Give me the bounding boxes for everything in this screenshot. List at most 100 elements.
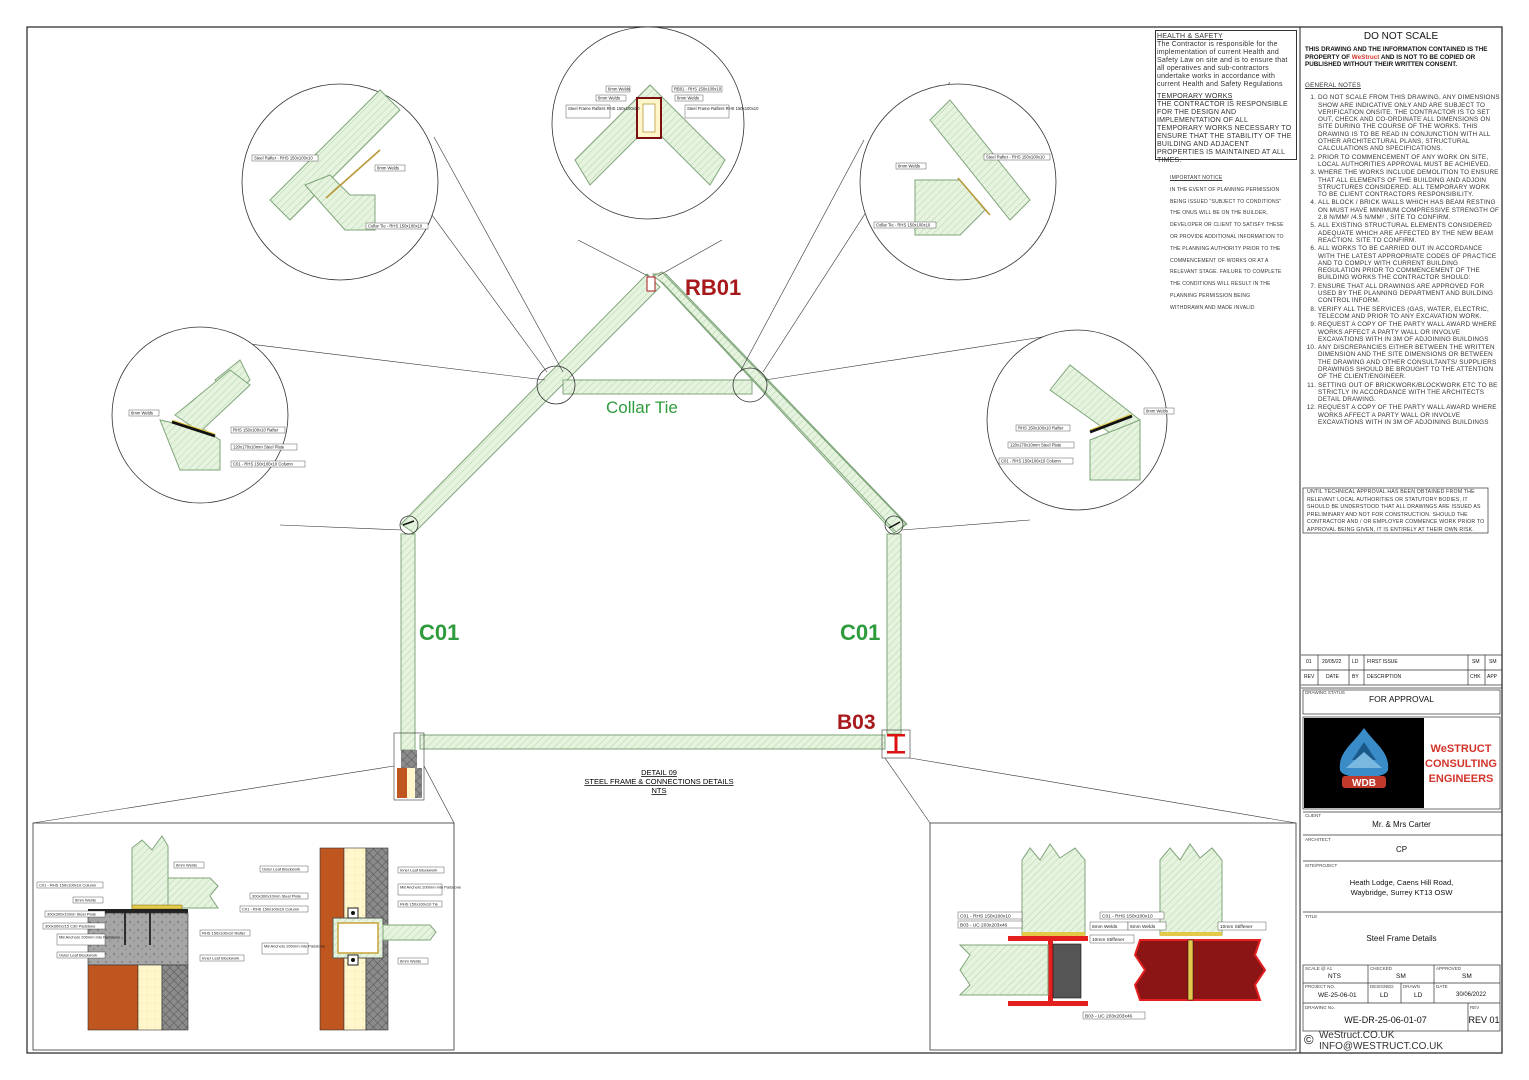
detail-title-line-3: NTS [652,786,667,795]
right-column [886,533,902,735]
collar-right-tie: Collar Tie - RHS 150x100x10 [876,223,931,228]
general-note-7: ENSURE THAT ALL DRAWINGS ARE APPROVED FO… [1318,283,1500,305]
general-note-12: REQUEST A COPY OF THE PARTY WALL AWARD W… [1318,404,1500,426]
health-safety-notes: HEALTH & SAFETY The Contractor is respon… [1157,33,1293,165]
detail-title-line-2: STEEL FRAME & CONNECTIONS DETAILS [584,777,733,786]
health-safety-heading: HEALTH & SAFETY [1157,33,1223,40]
contact-block: WeStruct.CO.UK INFO@WESTRUCT.CO.UK [1319,1030,1443,1052]
eaves-left-welds: 6mm Welds [131,411,153,416]
left-rafter [400,273,661,534]
rev-header-by: BY [1352,674,1359,680]
architect-name: CP [1395,845,1408,854]
company-name-line-3: ENGINEERS [1429,773,1494,785]
beam2-column: C01 - RHS 150x100x10 [1102,914,1153,920]
rev-value: REV 01 [1468,1015,1500,1025]
rev-date: 20/05/22 [1322,659,1342,665]
general-note-4: ALL BLOCK / BRICK WALLS WHICH HAS BEAM R… [1318,199,1500,221]
project-no-value: WE-25-06-01 [1318,992,1357,999]
date-value: 30/06/2022 [1456,992,1487,998]
beam1-column: C01 - RHS 150x100x10 [960,914,1011,920]
ridge-marker [646,276,656,292]
rev-number: 01 [1306,659,1312,665]
drawn-value: LD [1414,992,1423,999]
client-name: Mr. & Mrs Carter [1372,820,1431,829]
rev-chk: SM [1472,659,1480,665]
beam1-welds: 6mm Welds [1092,924,1118,930]
general-note-8: VERIFY ALL THE SERVICES (GAS, WATER, ELE… [1318,306,1500,321]
collar-left-detail: Steel Rafter - RHS 150x100x10 6mm Welds … [241,83,439,281]
ridge-rb01: RB01 - RHS 150x100x10 [674,87,722,92]
copyright-notice: THIS DRAWING AND THE INFORMATION CONTAIN… [1305,46,1499,69]
sheet-border [26,26,1503,1054]
base-outer-leaf: Outer Leaf Blockwork [59,953,97,958]
eaves-left-plate: 120x170x10mm Steel Plate [233,445,285,450]
base-mini-detail [393,732,425,801]
base-padstone: 300x300x215 C30 Padstone [45,924,96,929]
project-address-line-2: Waybridge, Surrey KT13 OSW [1350,888,1453,897]
general-note-10: ANY DISCREPANCIES EITHER BETWEEN THE WRI… [1318,344,1500,380]
section-anchors-right: M8 Anchors 200mm into Padstone [400,885,462,890]
logo-text: WDB [1352,778,1376,789]
general-note-3: WHERE THE WORKS INCLUDE DEMOLITION TO EN… [1318,169,1500,198]
project-address-line-1: Heath Lodge, Caens Hill Road, [1349,878,1454,887]
ridge-rafter-left: Steel Frame Rafters RHS 150x100x10 [568,106,640,111]
collar-tie-member [562,379,753,395]
base-inner-leaf: Inner Leaf Blockwork [202,956,239,961]
beam-connection-panel: C01 - RHS 150x100x10 B03 - UC 203x203x46… [929,822,1297,1051]
rev-by: LD [1352,659,1359,665]
title-block-grid [1301,487,1502,1032]
eaves-right-rafter: RHS 150x100x10 Rafter [1018,426,1064,431]
copyright-pre: THIS DRAWING AND THE INFORMATION CONTAIN… [1305,46,1488,61]
general-note-2: PRIOR TO COMMENCEMENT OF ANY WORK ON SIT… [1318,154,1500,169]
general-notes: GENERAL NOTES DO NOT SCALE FROM THIS DRA… [1305,82,1500,427]
copyright-icon: © [1304,1032,1314,1047]
rev-header-rev: REV [1304,674,1315,680]
temporary-works-text: THE CONTRACTOR IS RESPONSIBLE FOR THE DE… [1157,101,1292,164]
label-c01-left: C01 [419,620,459,645]
designed-value: LD [1380,992,1389,999]
project-no-label: PROJECT NO. [1305,984,1336,989]
health-safety-text: The Contractor is responsible for the im… [1157,41,1288,88]
rev-app: SM [1489,659,1497,665]
general-note-1: DO NOT SCALE FROM THIS DRAWING, ANY DIME… [1318,94,1500,152]
label-b03: B03 [837,711,876,734]
beam1-beam: B03 - UC 203x203x46 [960,923,1008,929]
eaves-right-plate: 120x170x10mm Steel Plate [1010,443,1062,448]
beam1-stiffener: 10mm Stiffener [1092,937,1125,943]
rev-header-chk: CHK [1470,674,1481,680]
eaves-left-detail: 6mm Welds RHS 150x100x10 Rafter 120x170x… [111,326,306,504]
important-notice-heading: IMPORTANT NOTICE [1170,175,1223,181]
eaves-left-rafter: RHS 150x100x10 Rafter [233,428,279,433]
scale-value: NTS [1328,973,1341,980]
eaves-right-column: C01 - RHS 150x100x10 Column [1001,459,1061,464]
base-anchors: M8 Anchors 200mm into Padstone [59,935,121,940]
label-collar-tie: Collar Tie [606,398,678,417]
rev-header-description: DESCRIPTION [1367,674,1402,680]
left-column [400,533,416,751]
ridge-detail: 6mm Welds 6mm Welds RB01 - RHS 150x100x1… [551,26,759,220]
section-column: C01 - RHS 150x100x10 Column [242,907,299,912]
leader-lines [32,81,1297,824]
beam2-stiffener: 10mm Stiffener [1220,924,1253,930]
rev-header-date: DATE [1326,674,1339,680]
rev-header-app: APP [1487,674,1498,680]
section-tie: RHS 150x100x10 Tie [400,902,439,907]
collar-right-rafter: Steel Rafter - RHS 150x100x10 [986,155,1045,160]
label-c01-right: C01 [840,620,880,645]
important-notice: IMPORTANT NOTICE IN THE EVENT OF PLANNIN… [1170,173,1285,315]
date-label: DATE [1436,984,1448,989]
approved-value: SM [1462,973,1472,980]
copyright-brand: WeStruct [1351,53,1380,61]
collar-left-welds: 6mm Welds [377,166,399,171]
drawn-label: DRAWN [1403,984,1420,989]
label-rb01: RB01 [685,275,741,300]
general-notes-heading: GENERAL NOTES [1305,82,1361,89]
collar-left-rafter: Steel Rafter - RHS 150x100x10 [254,156,313,161]
title-label: TITLE [1305,914,1318,919]
email[interactable]: INFO@WESTRUCT.CO.UK [1319,1041,1444,1052]
section-outer-leaf: Outer Leaf Blockwork [262,867,300,872]
collar-right-welds: 6mm Welds [898,164,920,169]
detail-title-line-1: DETAIL 09 [641,768,677,777]
ridge-welds-b: 6mm Welds [598,96,620,101]
website[interactable]: WeStruct.CO.UK [1319,1030,1395,1041]
